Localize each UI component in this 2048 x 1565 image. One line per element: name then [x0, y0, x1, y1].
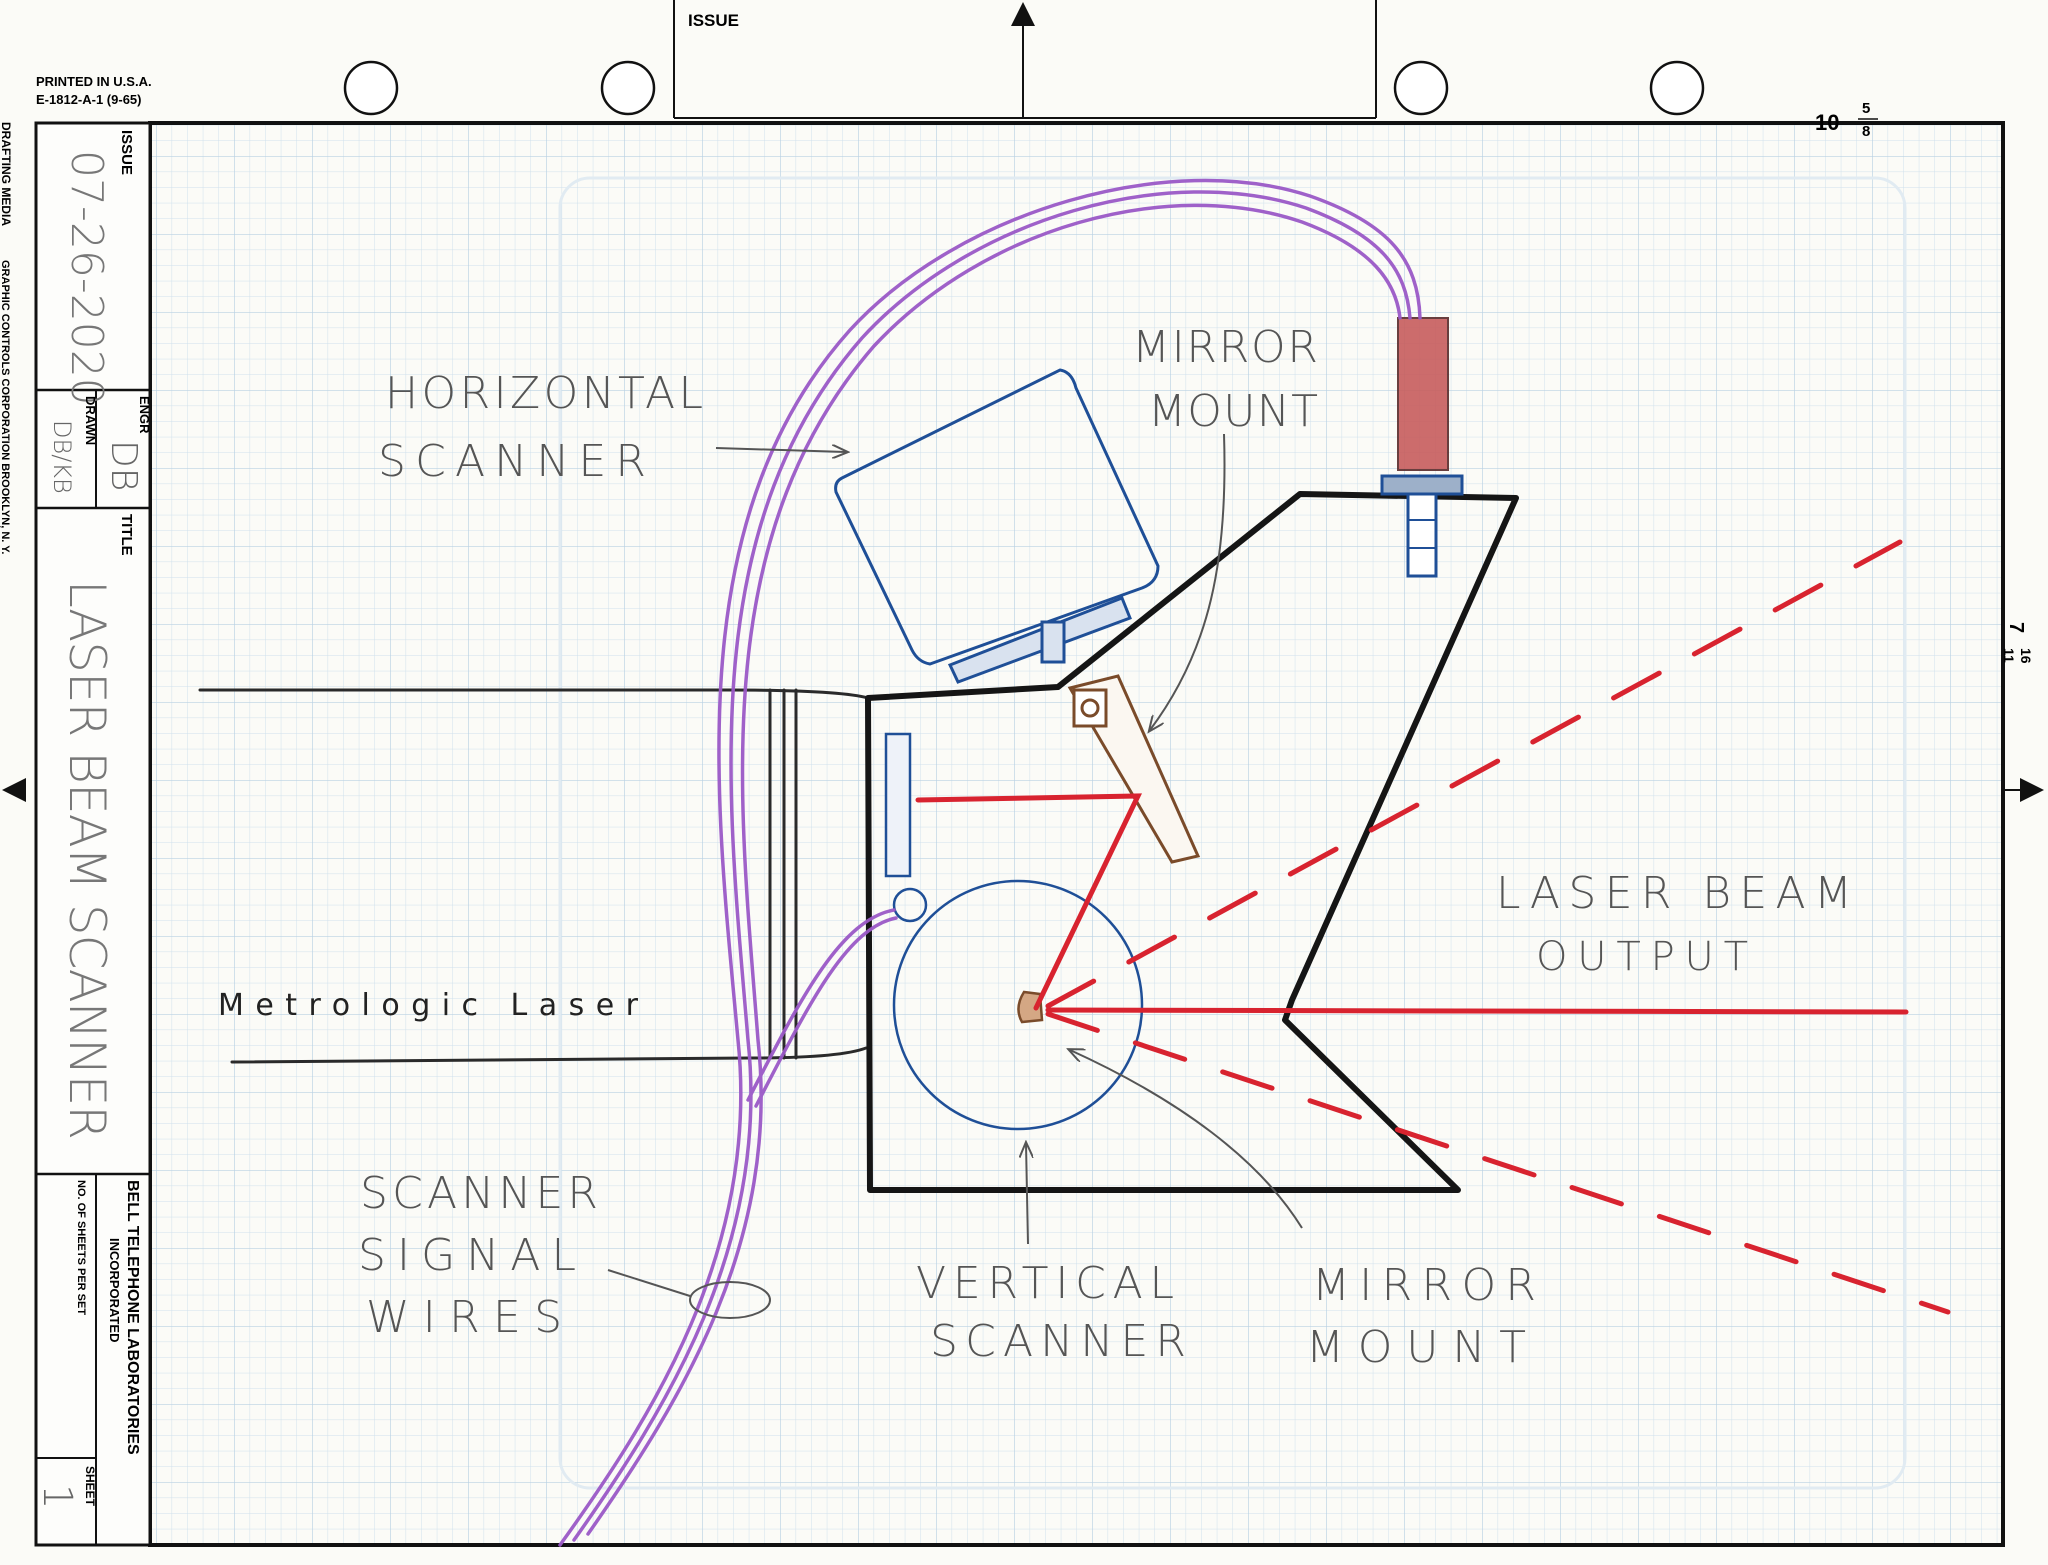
dim-right-den: 16: [2018, 648, 2034, 664]
punch-hole-4: [1649, 60, 1705, 116]
metrologic-laser-body: [198, 688, 870, 1064]
mirror-mount-bottom-part: [1017, 990, 1044, 1024]
tb-drawn-label: DRAWN: [83, 396, 98, 445]
tb-company-1: BELL TELEPHONE LABORATORIES: [124, 1180, 141, 1455]
tb-issue-date: 07-26-2020: [61, 150, 112, 406]
label-vertical-scanner-1: VERTICAL: [916, 1258, 1174, 1309]
tb-company-2: INCORPORATED: [107, 1238, 122, 1342]
scanner-signal-wires: [558, 178, 1422, 1547]
callout-arrows: [607, 433, 1303, 1319]
dim-top-den: 8: [1862, 123, 1870, 140]
tb-drawn-value: DB/KB: [48, 420, 76, 494]
tb-sheet-value: 1: [34, 1484, 80, 1509]
tb-title-label: TITLE: [118, 514, 135, 556]
label-mirror-mount-top-1: MIRROR: [1132, 322, 1318, 373]
printed-text: PRINTED IN U.S.A.: [36, 74, 152, 89]
horizontal-scanner: [834, 368, 1160, 684]
punch-hole-3: [1393, 60, 1449, 116]
dim-right: 7: [2005, 622, 2027, 633]
center-arrow-top: [1011, 2, 1035, 26]
form-number: E-1812-A-1 (9-65): [36, 92, 142, 107]
label-metrologic-laser: Metrologic Laser: [218, 988, 639, 1023]
dim-top-num: 5: [1862, 100, 1870, 117]
publisher-line: GRAPHIC CONTROLS CORPORATION BROOKLYN, N…: [0, 260, 11, 554]
laser-beams: [915, 539, 1951, 1315]
label-mirror-mount-top-2: MOUNT: [1148, 386, 1318, 437]
title-block: ISSUE 07-26-2020 ENGR DB DRAWN DB/KB TIT…: [34, 121, 152, 1547]
punch-hole-1: [343, 60, 399, 116]
header-issue-label: ISSUE: [688, 11, 739, 30]
label-horizontal-scanner-2: SCANNER: [378, 436, 646, 487]
tb-issue-label: ISSUE: [118, 130, 135, 175]
mirror-mount-top-part: [1067, 674, 1201, 864]
tb-engr-label: ENGR: [137, 396, 152, 434]
tb-sheet-label: SHEET: [83, 1466, 97, 1507]
scanner-housing: [865, 491, 1519, 1193]
dim-right-num: 11: [2001, 648, 2017, 663]
publisher: DRAFTING MEDIA: [0, 122, 13, 226]
tb-engr-value: DB: [103, 440, 144, 491]
label-scanner-signal-1: SCANNER: [360, 1168, 598, 1219]
punch-hole-2: [600, 60, 656, 116]
center-arrow-right: [2020, 778, 2044, 802]
left-margin: DRAFTING MEDIA GRAPHIC CONTROLS CORPORAT…: [0, 122, 26, 802]
laser-module: [1380, 317, 1464, 578]
dim-top: 10: [1815, 110, 1839, 135]
label-vertical-scanner-2: SCANNER: [930, 1316, 1186, 1367]
grid-area: [148, 121, 2005, 1547]
right-margin: 7 11 16: [2001, 622, 2044, 802]
tb-sheets-label: NO. OF SHEETS PER SET: [75, 1180, 87, 1315]
vertical-scanner: [884, 732, 1144, 1131]
label-horizontal-scanner-1: HORIZONTAL: [385, 368, 703, 419]
header-strip: ISSUE PRINTED IN U.S.A. E-1812-A-1 (9-65…: [36, 0, 1878, 140]
tb-title-value: LASER BEAM SCANNER: [58, 580, 116, 1140]
center-arrow-left: [2, 778, 26, 802]
